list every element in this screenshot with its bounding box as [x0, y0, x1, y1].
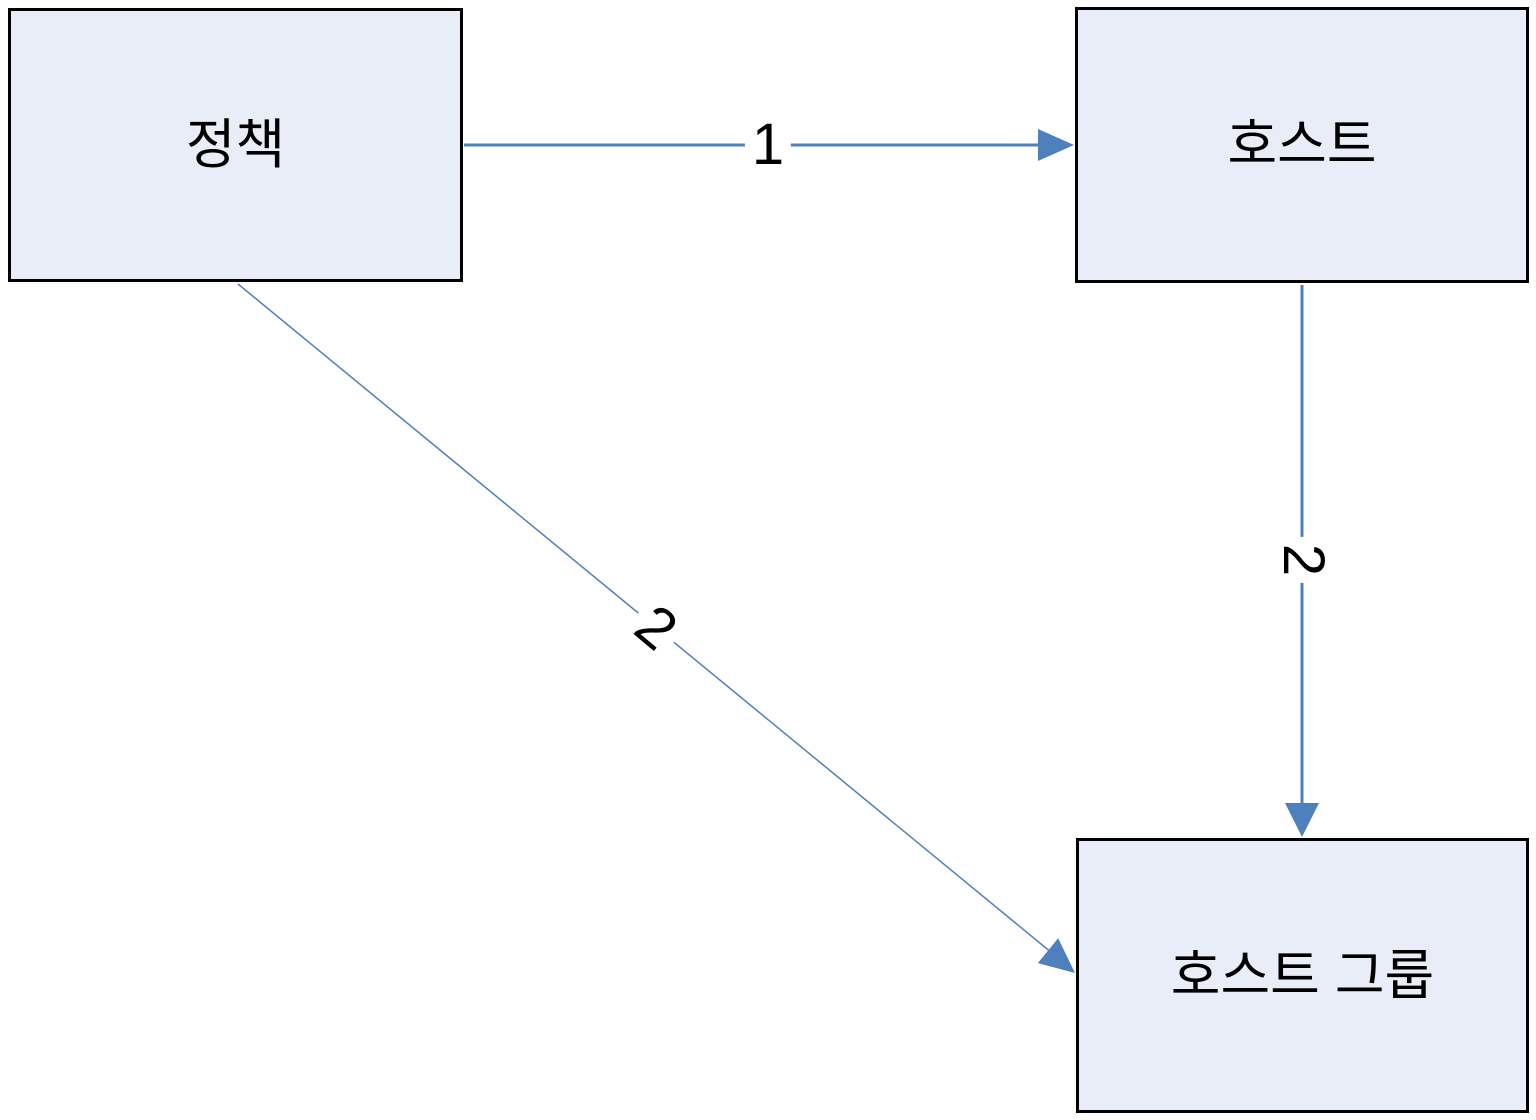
connector-policy-host-arrowhead-icon — [1038, 129, 1074, 161]
node-host: 호스트 — [1075, 7, 1529, 283]
node-policy-label: 정책 — [185, 115, 286, 175]
connector-host-hostgroup-arrowhead-icon — [1285, 803, 1319, 837]
edge-label-host-hostgroup: 2 — [1271, 536, 1336, 584]
node-host-label: 호스트 — [1227, 115, 1377, 175]
node-host-group-label: 호스트 그룹 — [1170, 945, 1435, 1006]
node-host-group: 호스트 그룹 — [1076, 838, 1529, 1113]
connector-policy-hostgroup-arrowhead-icon — [1037, 938, 1075, 973]
edge-label-policy-host: 1 — [744, 115, 792, 175]
node-policy: 정책 — [8, 8, 463, 282]
edge-label-policy-hostgroup: 2 — [618, 590, 694, 666]
